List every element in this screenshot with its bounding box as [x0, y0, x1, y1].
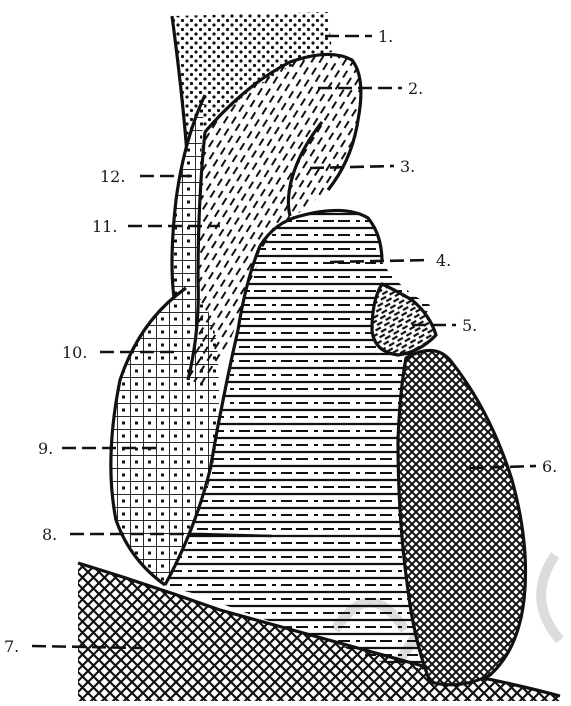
label-12: 12.: [100, 167, 125, 186]
label-5: 5.: [462, 316, 477, 335]
label-6: 6.: [542, 457, 557, 476]
label-8: 8.: [42, 525, 57, 544]
label-11: 11.: [92, 217, 117, 236]
label-4: 4.: [436, 251, 451, 270]
label-9: 9.: [38, 439, 53, 458]
label-10: 10.: [62, 343, 87, 362]
label-7: 7.: [4, 637, 19, 656]
label-1: 1.: [378, 27, 393, 46]
label-3: 3.: [400, 157, 415, 176]
label-2: 2.: [408, 79, 423, 98]
